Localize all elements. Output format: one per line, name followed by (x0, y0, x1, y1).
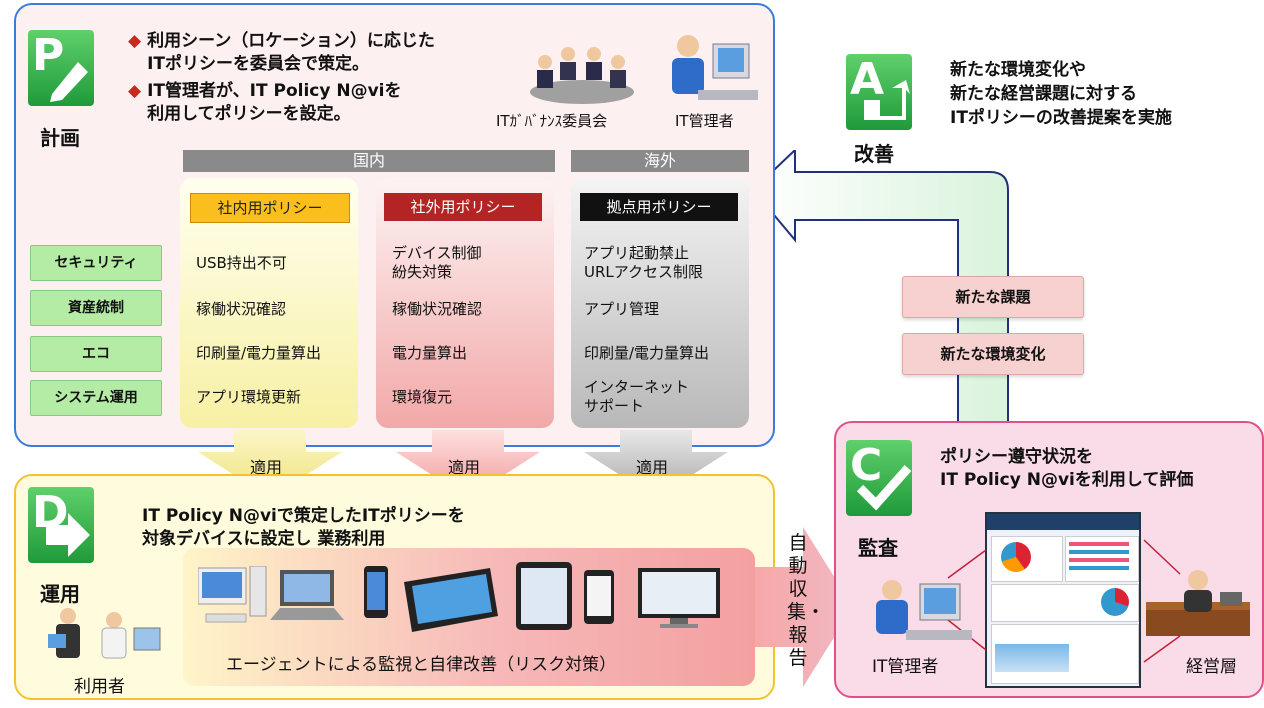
smartphone-icon (364, 566, 388, 618)
plan-label: 計画 (40, 126, 80, 150)
feedback-arrow (751, 150, 1009, 427)
arrow-right-icon (46, 513, 90, 557)
domestic-band: 国内 (183, 150, 555, 172)
do-badge: D (28, 487, 94, 563)
apply-label-external: 適用 (448, 458, 481, 477)
overseas-band: 海外 (571, 150, 749, 172)
apply-label-internal: 適用 (250, 458, 283, 477)
policy-head-overseas: 拠点用ポリシー (580, 193, 738, 221)
cell-internal-1: USB持出不可 (196, 254, 287, 272)
pencil-icon (50, 62, 88, 102)
policy-head-external: 社外用ポリシー (384, 193, 542, 221)
monitor-display-icon (638, 568, 720, 628)
executive-icon (1146, 570, 1250, 636)
row-label-operation: システム運用 (30, 380, 162, 416)
apply-arrow-internal (198, 430, 342, 498)
cell-overseas-1: アプリ起動禁止 URLアクセス制限 (584, 244, 704, 281)
cell-internal-4: アプリ環境更新 (196, 388, 302, 406)
cell-overseas-3: 印刷量/電力量算出 (584, 344, 710, 362)
tablet-landscape-icon (404, 568, 498, 632)
plan-badge: P (28, 30, 94, 106)
check-admin-label: IT管理者 (872, 657, 939, 677)
do-label: 運用 (40, 582, 80, 606)
row-label-security: セキュリティ (30, 245, 162, 281)
auto-collect-text: 自動収集・報告 (787, 532, 826, 669)
check-admin-icon (876, 580, 972, 640)
user-label: 利用者 (74, 677, 125, 697)
cell-external-2: 稼働状況確認 (392, 300, 483, 318)
act-badge: A (846, 54, 912, 130)
do-text: IT Policy N@viで策定したITポリシーを 対象デバイスに設定し 業務… (142, 506, 465, 549)
auto-collect-arrow (755, 527, 853, 687)
act-text: 新たな環境変化や 新たな経営課題に対する ITポリシーの改善提案を実施 (950, 60, 1172, 128)
laptop-icon (270, 570, 344, 620)
management-label: 経営層 (1186, 657, 1237, 677)
cell-external-4: 環境復元 (392, 388, 453, 406)
cell-external-3: 電力量算出 (392, 344, 468, 362)
tag-new-environment: 新たな環境変化 (902, 333, 1084, 375)
dashboard-pie-1 (1001, 542, 1031, 572)
cell-overseas-4: インターネット サポート (584, 378, 690, 415)
check-label: 監査 (858, 536, 898, 560)
committee-meeting-icon (530, 47, 634, 104)
mobile-phone-icon (584, 570, 614, 624)
cell-internal-3: 印刷量/電力量算出 (196, 344, 322, 362)
row-label-asset: 資産統制 (30, 290, 162, 326)
act-label: 改善 (854, 142, 894, 166)
cell-external-1: デバイス制御 紛失対策 (392, 244, 482, 281)
it-admin-icon (672, 35, 758, 100)
users-icon (48, 608, 161, 659)
cell-internal-2: 稼働状況確認 (196, 300, 287, 318)
plan-bullet-1-text: 利用シーン（ロケーション）に応じた ITポリシーを委員会で策定。 (147, 31, 435, 74)
dashboard-pie-2 (1101, 588, 1129, 616)
apply-arrow-external (396, 430, 540, 498)
monitor-text: エージェントによる監視と自律改善（リスク対策） (226, 655, 617, 675)
checkmark-icon (856, 465, 912, 511)
dashboard-bars (1069, 542, 1129, 546)
cell-overseas-2: アプリ管理 (584, 300, 660, 318)
row-label-eco: エコ (30, 336, 162, 372)
dashboard-header (987, 514, 1139, 530)
tag-new-issue: 新たな課題 (902, 276, 1084, 318)
dashboard-area (995, 644, 1069, 672)
plan-bullet-2-text: IT管理者が、IT Policy N@viを 利用してポリシーを設定。 (147, 81, 402, 124)
plan-admin-label: IT管理者 (675, 112, 734, 130)
apply-arrow-overseas (584, 430, 728, 498)
arrow-up-right-icon (864, 80, 910, 120)
dashboard-screenshot (985, 512, 1141, 688)
connector-lines (947, 539, 1181, 663)
policy-head-internal: 社内用ポリシー (190, 193, 350, 223)
plan-bullet-1: ◆利用シーン（ロケーション）に応じた ITポリシーを委員会で策定。 (128, 31, 435, 74)
check-text: ポリシー遵守状況を IT Policy N@viを利用して評価 (940, 447, 1194, 490)
committee-label: ITｶﾞﾊﾞﾅﾝｽ委員会 (496, 112, 608, 130)
check-badge: C (846, 440, 912, 516)
desktop-pc-icon (198, 566, 267, 623)
apply-label-overseas: 適用 (636, 458, 669, 477)
tablet-icon (516, 562, 572, 630)
plan-bullet-2: ◆IT管理者が、IT Policy N@viを 利用してポリシーを設定。 (128, 81, 402, 124)
